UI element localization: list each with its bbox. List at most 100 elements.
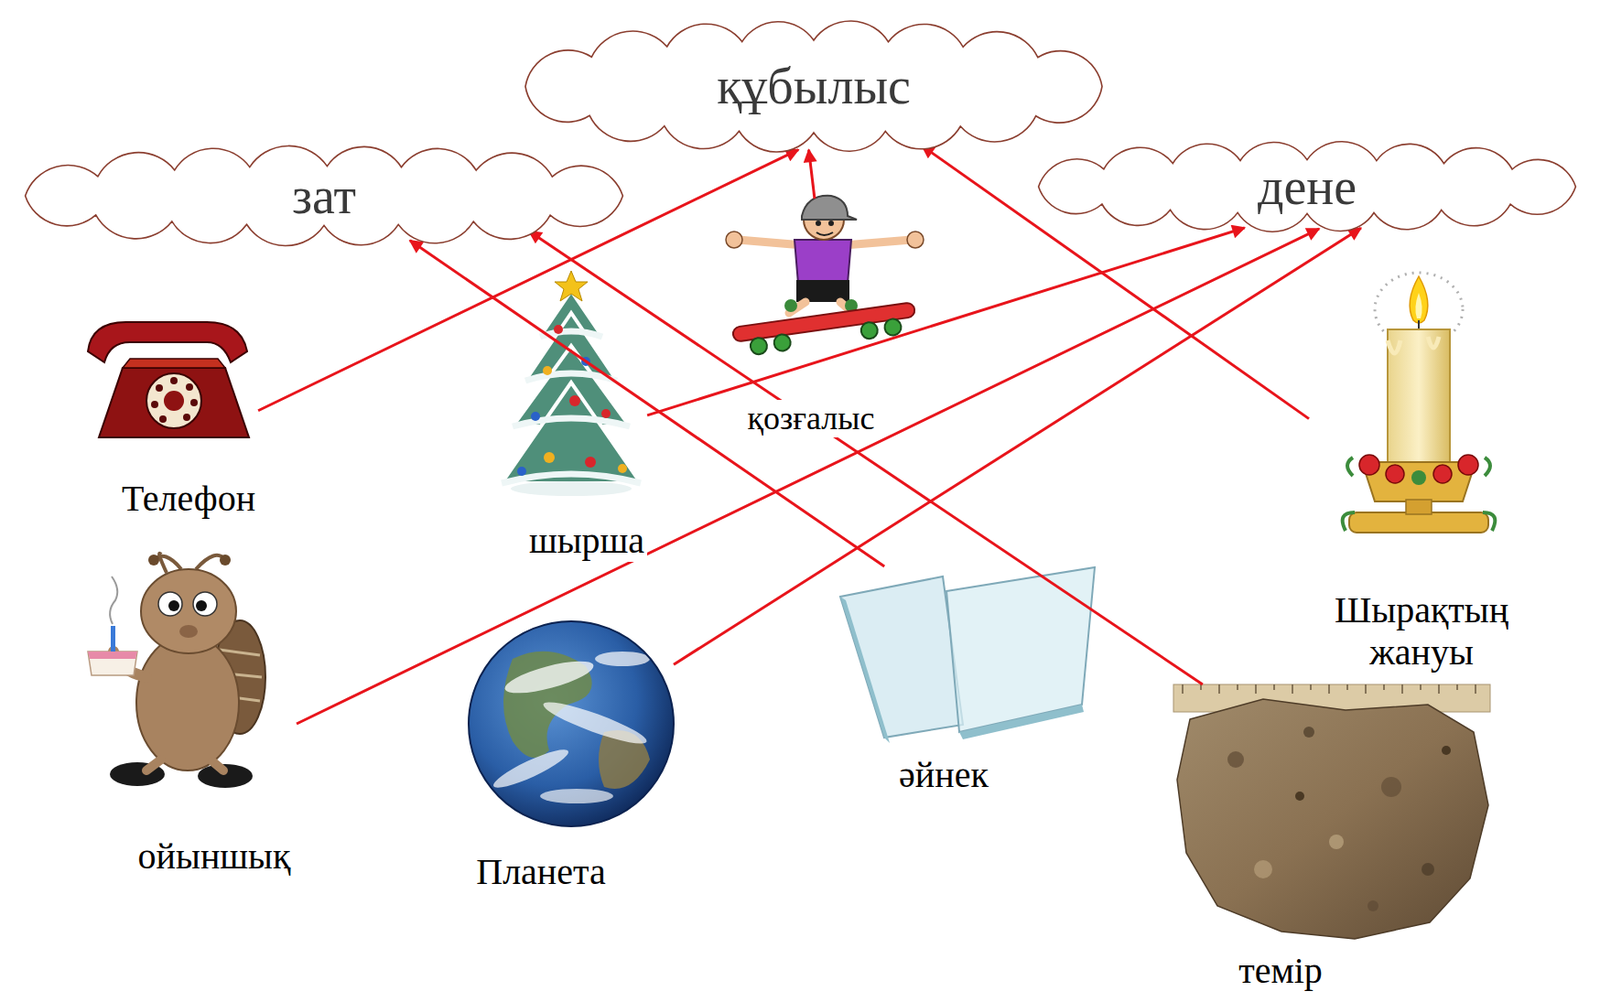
telephone-picture <box>185 383 194 391</box>
candle-picture <box>1405 499 1432 515</box>
example-item: темір <box>1173 684 1491 993</box>
fir-tree-picture <box>510 481 632 497</box>
telephone-picture <box>146 373 202 429</box>
concept-cloud: құбылыс <box>505 20 1123 153</box>
example-item: Телефон <box>82 315 259 520</box>
skater-picture <box>732 302 919 358</box>
fir-tree-picture <box>601 409 611 419</box>
skater-picture <box>725 195 924 358</box>
iron-picture <box>1173 684 1491 940</box>
skater-picture <box>816 232 833 236</box>
cloud-label: зат <box>289 166 359 226</box>
skater-picture <box>801 195 857 220</box>
example-item: шырша <box>499 270 648 563</box>
planet-picture <box>502 654 597 700</box>
glass-picture <box>840 567 1095 744</box>
example-item: Планета <box>468 621 674 894</box>
fir-tree-picture <box>530 411 541 422</box>
iron-picture <box>1421 863 1435 876</box>
cloud-label: дене <box>1254 157 1360 217</box>
item-label: ойыншық <box>135 835 294 878</box>
toy-picture <box>136 635 239 771</box>
candle-picture <box>1342 272 1496 533</box>
arrow-connector <box>296 228 1319 725</box>
skater-picture <box>794 239 852 284</box>
skater-picture <box>883 317 902 336</box>
arrow-connector <box>529 231 1203 685</box>
telephone-picture <box>183 413 191 422</box>
arrow-connector <box>673 227 1362 665</box>
fir-tree-picture <box>501 331 641 484</box>
item-label: Планета <box>473 851 608 894</box>
toy-picture <box>219 554 231 566</box>
candle-picture <box>1387 336 1439 354</box>
cloud-outline <box>25 145 624 246</box>
toy-picture <box>110 626 116 652</box>
skater-picture <box>860 321 879 340</box>
cloud-label: құбылыс <box>713 56 914 116</box>
iron-picture <box>1441 745 1451 756</box>
candle-picture <box>1387 329 1450 467</box>
arrow-connector <box>647 227 1245 416</box>
iron-picture <box>1182 684 1476 694</box>
fir-tree-picture <box>501 382 641 484</box>
candle-picture <box>1433 464 1452 484</box>
glass-picture <box>959 704 1084 740</box>
skater-picture <box>843 239 912 246</box>
skater-picture <box>725 231 743 249</box>
fir-tree-picture <box>542 366 552 376</box>
iron-picture <box>1254 860 1273 879</box>
iron-picture <box>1227 751 1244 768</box>
fir-tree-picture <box>584 456 596 468</box>
iron-picture <box>1177 699 1489 940</box>
telephone-picture <box>98 367 249 438</box>
toy-picture <box>148 554 160 566</box>
glass-picture <box>840 596 890 744</box>
candle-picture <box>1415 292 1422 319</box>
toy-picture <box>146 759 224 771</box>
candle-picture <box>1349 512 1489 533</box>
concept-cloud: зат <box>5 146 643 246</box>
glass-picture <box>840 576 963 738</box>
fir-tree-picture <box>553 324 563 335</box>
planet-picture <box>468 621 674 827</box>
telephone-picture <box>190 399 198 407</box>
fir-tree-picture <box>543 452 555 464</box>
telephone-picture <box>170 377 178 385</box>
iron-picture <box>1381 777 1402 798</box>
toy-picture <box>193 592 217 617</box>
skater-picture <box>749 336 768 356</box>
candle-picture <box>1385 464 1405 484</box>
telephone-picture <box>155 384 163 392</box>
iron-picture <box>1303 726 1315 738</box>
candle-picture <box>1359 454 1380 476</box>
toy-picture <box>179 625 198 638</box>
toy-picture <box>87 651 138 660</box>
toy-picture <box>109 576 118 625</box>
example-item: әйнек <box>836 566 1097 797</box>
toy-picture <box>195 600 207 612</box>
item-label: Шырақтың жануы <box>1308 589 1535 674</box>
fir-tree-picture <box>517 466 527 476</box>
telephone-picture <box>122 358 226 368</box>
fir-tree-picture <box>617 464 628 474</box>
planet-picture <box>540 789 614 804</box>
skater-picture <box>732 302 916 343</box>
telephone-picture <box>87 322 248 363</box>
toy-picture <box>87 651 138 676</box>
toy-picture <box>140 569 237 654</box>
candle-picture <box>1411 470 1427 486</box>
toy-picture <box>87 553 266 789</box>
telephone-picture <box>163 390 184 411</box>
planet-picture <box>468 621 674 827</box>
item-label: қозғалыс <box>745 400 878 438</box>
item-label: әйнек <box>896 754 992 797</box>
cloud-outline <box>1038 141 1577 232</box>
telephone-picture <box>159 415 167 423</box>
iron-picture <box>1295 791 1305 801</box>
planet-picture <box>540 695 650 751</box>
iron-picture <box>1367 900 1379 912</box>
fir-tree-picture <box>569 395 581 407</box>
